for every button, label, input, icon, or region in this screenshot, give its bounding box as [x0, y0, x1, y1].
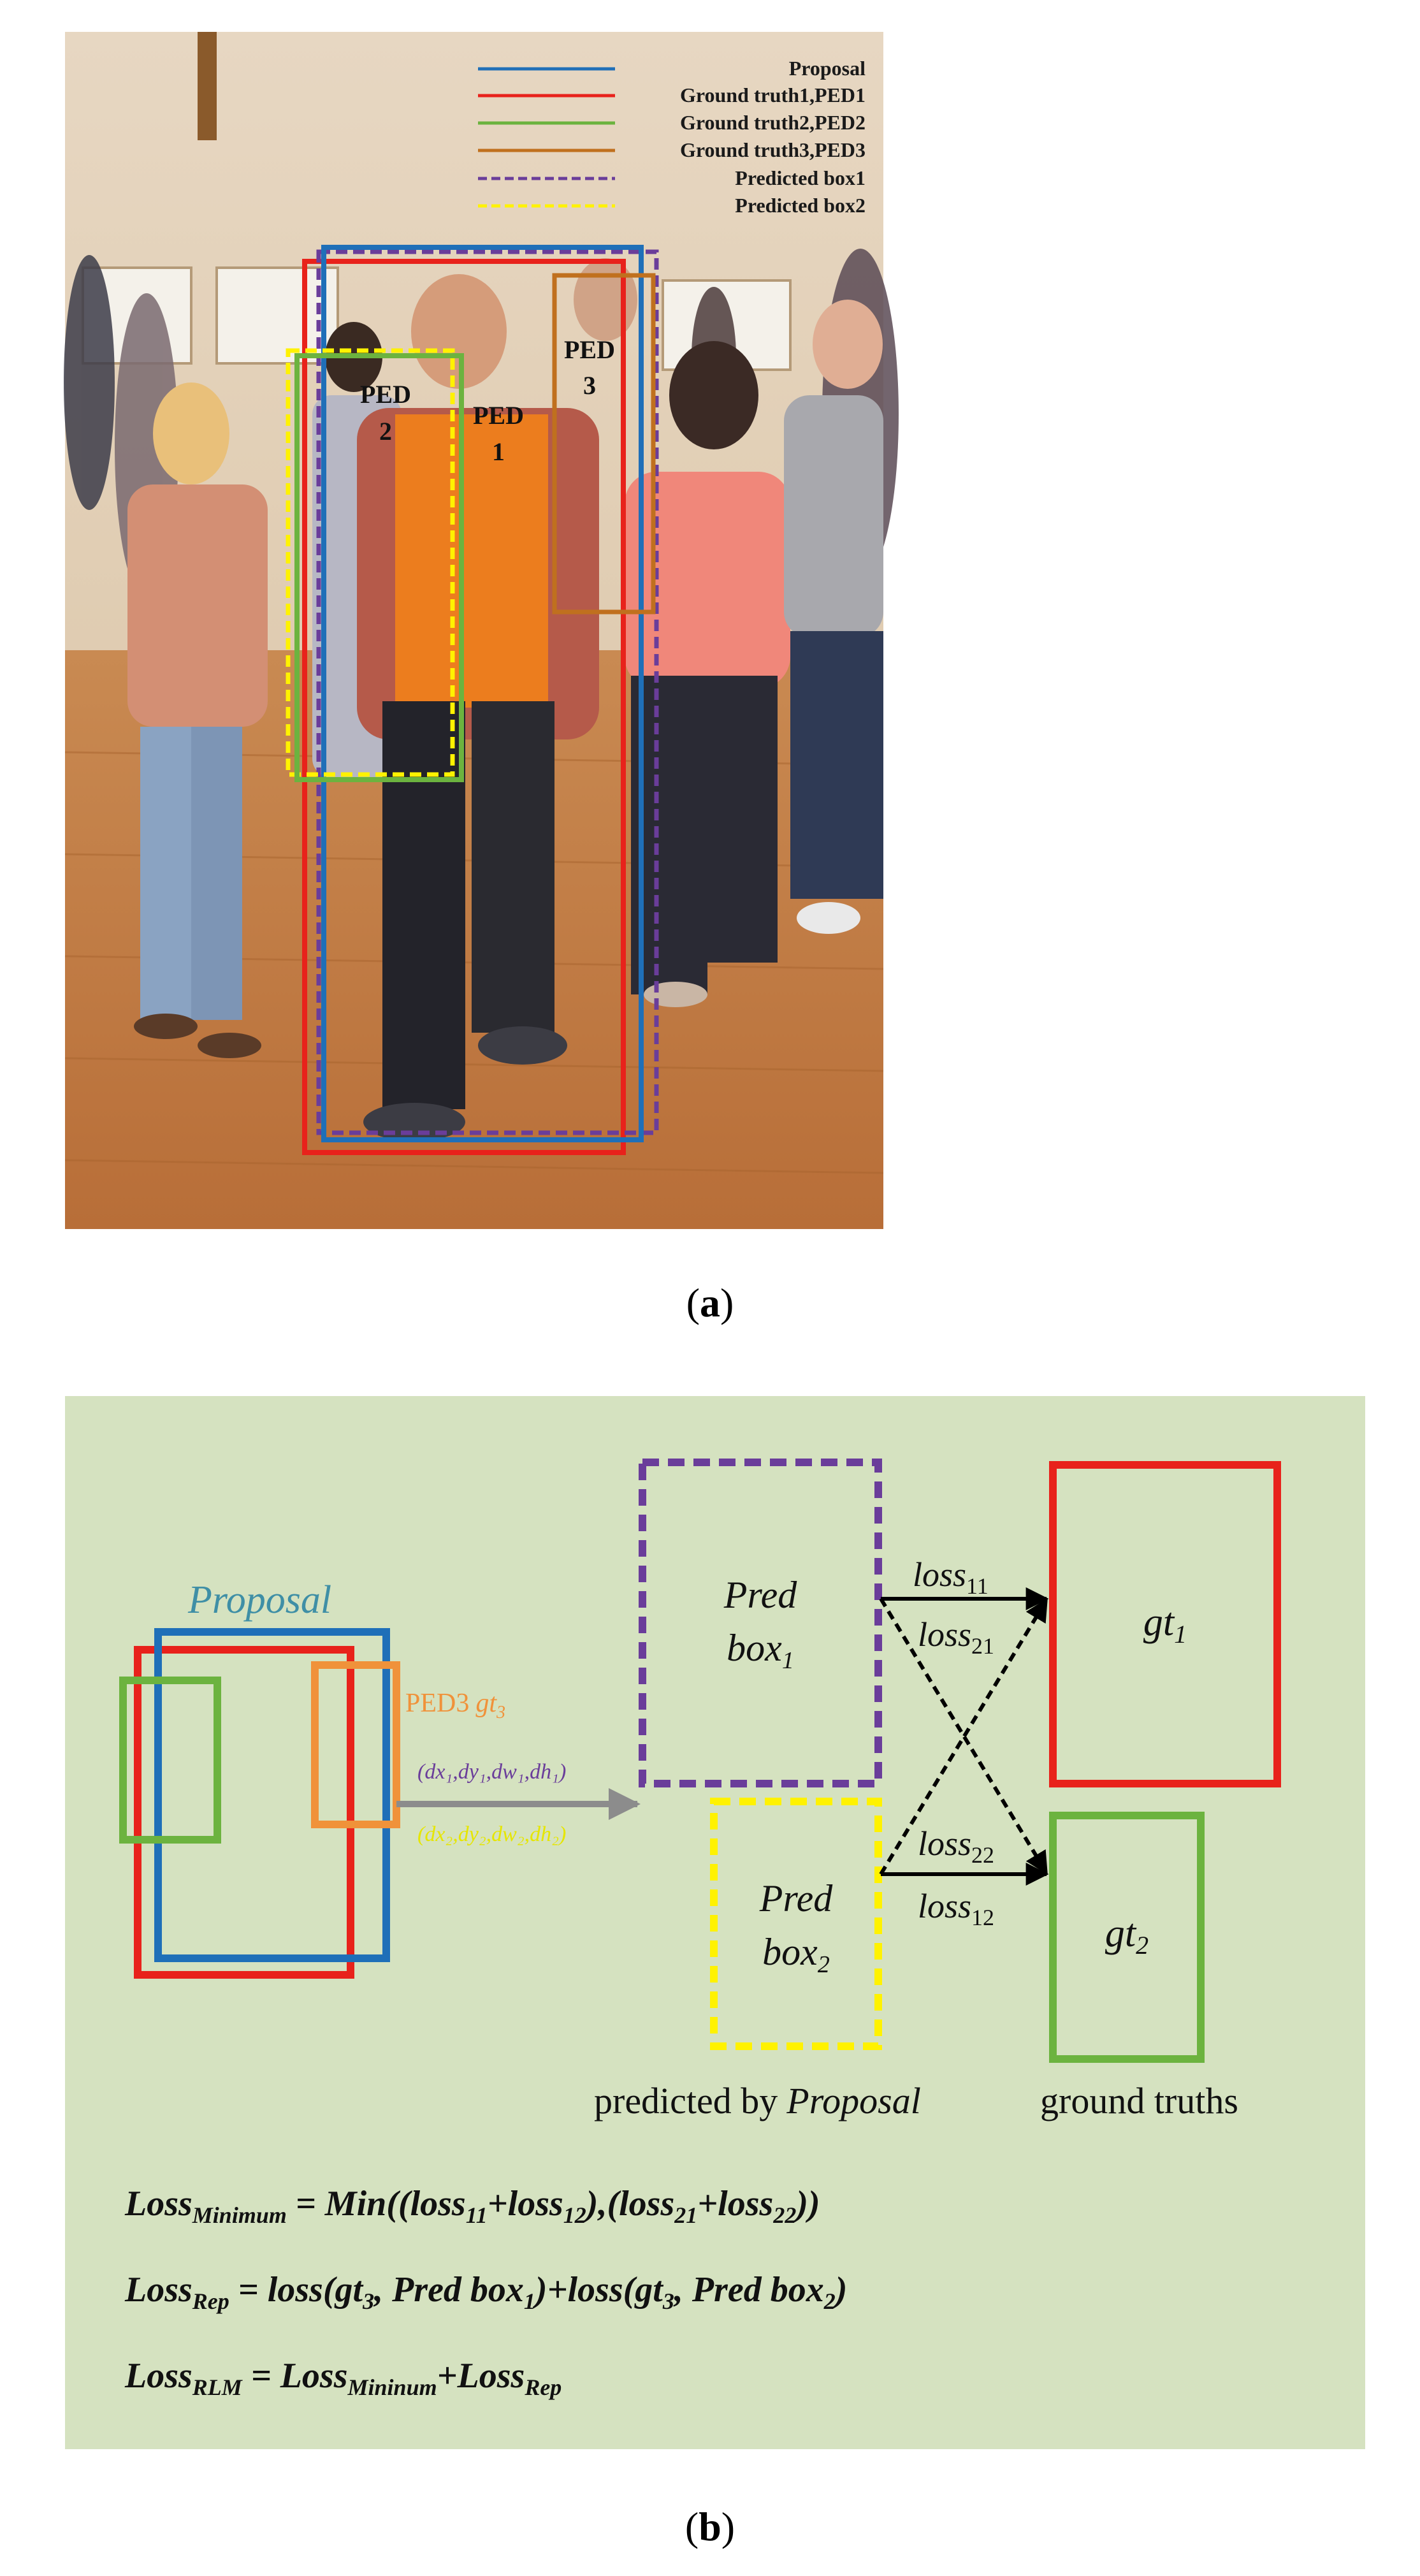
- b-gt3-box: [311, 1661, 400, 1828]
- legend-label-pred1: Predicted box1: [735, 166, 866, 189]
- ped2-label-top: PED: [360, 380, 411, 409]
- b-gt2-box: [119, 1677, 221, 1844]
- ped1-label-top: PED: [473, 401, 524, 430]
- b-proposal-box: [154, 1628, 390, 1962]
- arrow-loss22: [879, 1597, 1048, 1875]
- person-ped3: [574, 258, 637, 341]
- person-left: [127, 382, 268, 1058]
- pred-box1-line2: box1: [727, 1627, 794, 1674]
- gt3-box: [552, 273, 656, 615]
- legend-label-pred2: Predicted box2: [735, 194, 866, 217]
- loss21-label: loss21: [918, 1615, 994, 1659]
- legend: Proposal Ground truth1,PED1 Ground truth…: [478, 57, 866, 217]
- person-ped1: [357, 274, 599, 1141]
- b-pred-box1: [639, 1459, 882, 1787]
- ped2-label-num: 2: [379, 417, 392, 446]
- photo-boxes: [286, 245, 659, 1155]
- gt1-target-label: gt1: [1143, 1601, 1187, 1648]
- arrow-loss21: [879, 1597, 1048, 1875]
- proposal-cluster: [119, 1628, 400, 1979]
- loss12-label: loss12: [918, 1887, 994, 1930]
- caption-b: (b): [685, 2504, 735, 2549]
- legend-label-gt3: Ground truth3,PED3: [680, 138, 866, 161]
- legend-label-gt1: Ground truth1,PED1: [680, 84, 866, 106]
- proposal-label: Proposal: [187, 1578, 331, 1622]
- caption-a: (a): [686, 1280, 734, 1325]
- gt2-box: [294, 353, 464, 782]
- pred-box1: [316, 249, 659, 1135]
- b-gt2-target-box: [1049, 1812, 1205, 2063]
- b-gt1-box: [134, 1646, 354, 1979]
- b-pred-box2: [710, 1798, 882, 2050]
- b-gt1-target-box: [1049, 1461, 1281, 1787]
- photo: [64, 32, 899, 1229]
- ground-truths-caption: ground truths: [1040, 2080, 1238, 2121]
- ped1-label-num: 1: [492, 437, 505, 466]
- pred-box2: [286, 348, 455, 777]
- offsets2-label: (dx₂,dy₂,dw₂,dh₂): [417, 1823, 566, 1846]
- person-far-right: [784, 300, 883, 934]
- pred-box1-line1: Pred: [723, 1574, 797, 1616]
- loss-arrows: [879, 1587, 1049, 1886]
- ped3-label-num: 3: [583, 371, 596, 400]
- legend-label-gt2: Ground truth2,PED2: [680, 111, 866, 134]
- gt2-target-label: gt2: [1105, 1912, 1148, 1960]
- loss22-label: loss22: [918, 1824, 994, 1868]
- proposal-box: [321, 245, 644, 1142]
- ped-labels: PED 2 PED 1 PED 3: [360, 335, 615, 466]
- panel-a: Proposal Ground truth1,PED1 Ground truth…: [64, 32, 899, 1325]
- formula-loss-rep: LossRep = loss(gt3, Pred box1)+loss(gt3,…: [124, 2270, 847, 2314]
- legend-label-proposal: Proposal: [789, 57, 866, 80]
- loss11-label: loss11: [913, 1555, 989, 1599]
- pred-box2-line1: Pred: [759, 1877, 833, 1919]
- formula-loss-minimum: LossMinimum = Min((loss11+loss12),(loss2…: [124, 2184, 820, 2228]
- formula-loss-rlm: LossRLM = LossMininum+LossRep: [124, 2356, 561, 2400]
- offsets1-label: (dx₁,dy₁,dw₁,dh₁): [417, 1760, 566, 1784]
- pred-box2-line2: box2: [762, 1931, 830, 1978]
- gt1-box: [302, 259, 626, 1155]
- ped3-label-top: PED: [564, 335, 615, 364]
